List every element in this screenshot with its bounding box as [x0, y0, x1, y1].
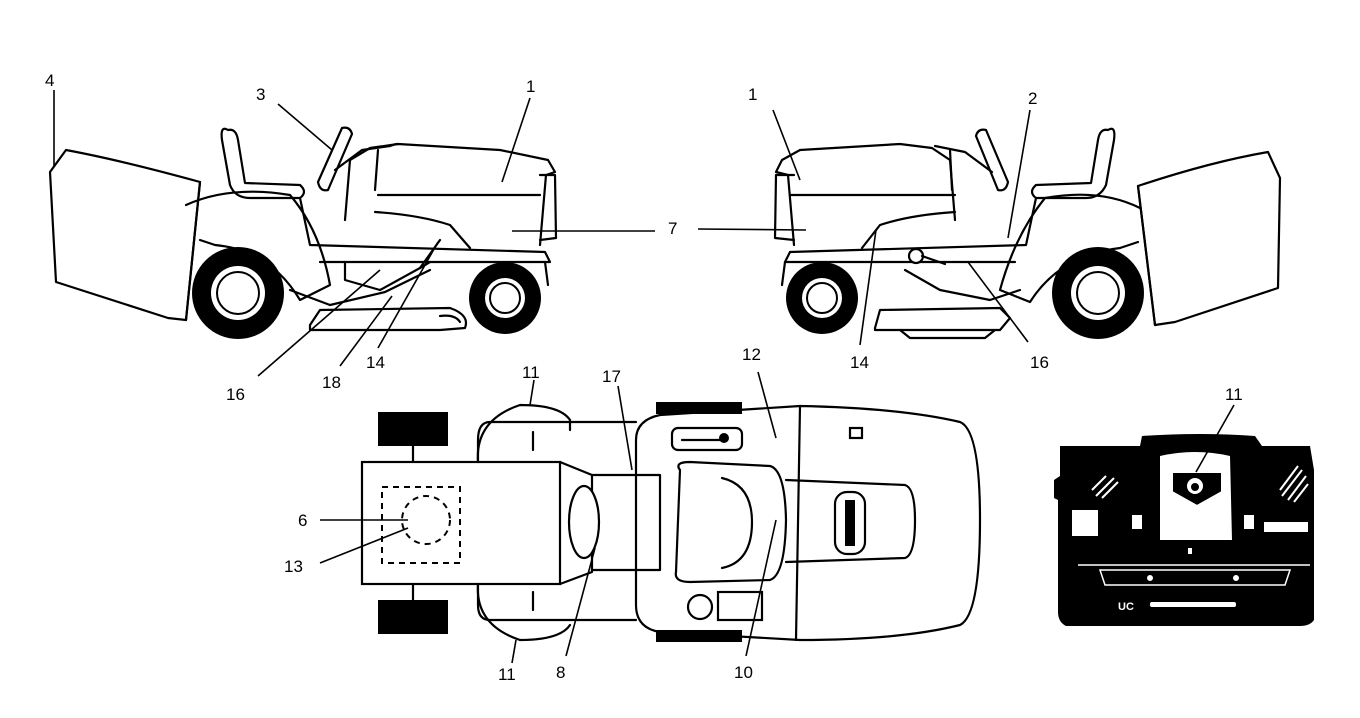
mower-deck-right — [873, 306, 1012, 332]
callout-11-top: 11 — [522, 363, 540, 382]
tractor-body-top — [634, 404, 982, 642]
steering-wheel-right — [974, 128, 1010, 192]
callout-14-right: 14 — [850, 353, 869, 372]
callout-13: 13 — [284, 557, 303, 576]
callout-1-left: 1 — [526, 77, 535, 96]
grass-bag-left — [48, 148, 202, 322]
callout-labels: 4 3 1 7 16 18 14 1 2 14 16 11 17 12 6 13… — [45, 71, 1243, 684]
callout-11-rear: 11 — [1225, 385, 1243, 404]
seat-right — [1030, 127, 1116, 200]
callout-10: 10 — [734, 663, 753, 682]
callout-3: 3 — [256, 85, 265, 104]
callout-16-left: 16 — [226, 385, 245, 404]
callout-8: 8 — [556, 663, 565, 682]
seat-top — [674, 460, 788, 584]
callout-2: 2 — [1028, 89, 1037, 108]
mower-deck-left — [308, 306, 468, 332]
rear-wheel-top-lower — [378, 600, 448, 634]
seat-left — [220, 127, 306, 200]
rear-view: UC — [1054, 434, 1314, 626]
rear-wheel-top-upper — [378, 412, 448, 446]
callout-11-bottom: 11 — [498, 665, 516, 684]
top-view — [360, 402, 982, 642]
callout-18: 18 — [322, 373, 341, 392]
left-side-view — [48, 126, 558, 339]
callout-16-right: 16 — [1030, 353, 1049, 372]
callout-1-right: 1 — [748, 85, 757, 104]
callout-17: 17 — [602, 367, 621, 386]
callout-4: 4 — [45, 71, 54, 90]
callout-6: 6 — [298, 511, 307, 530]
callout-12: 12 — [742, 345, 761, 364]
right-side-view — [773, 127, 1282, 340]
leader-lines — [53, 90, 1235, 664]
rear-fender-top-upper — [476, 403, 572, 464]
svg-text:UC: UC — [1118, 601, 1134, 613]
steering-wheel-left — [316, 126, 354, 192]
rear-fender-top-lower — [476, 582, 572, 642]
callout-14-left: 14 — [366, 353, 385, 372]
grass-bag-right — [1136, 150, 1282, 327]
callout-7: 7 — [668, 219, 677, 238]
